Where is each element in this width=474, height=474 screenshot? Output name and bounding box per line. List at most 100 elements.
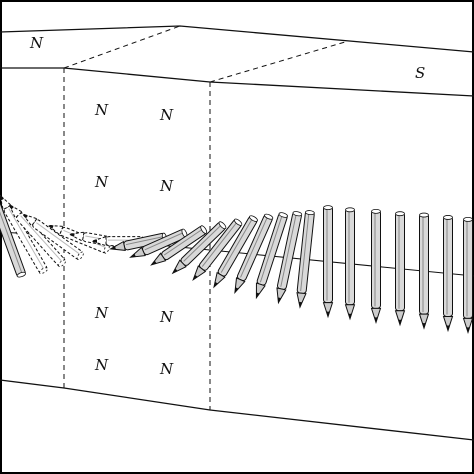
moment-tip [442, 315, 454, 333]
label-top-left: N [29, 34, 44, 52]
magnetic-moment-arrow [8, 203, 67, 267]
domain-label-upper-1: N [94, 101, 109, 119]
magnetic-moment-arrow [442, 215, 454, 333]
moment-tip [276, 287, 287, 305]
moment-shading [163, 229, 202, 256]
magnetic-moment-arrow [0, 187, 27, 278]
moment-point [466, 327, 470, 333]
moment-point [398, 319, 402, 325]
magnetic-moment-arrow [296, 210, 315, 309]
domain-label-upper-4: N [159, 177, 174, 195]
moment-cap [419, 212, 429, 218]
moment-tip [344, 304, 356, 321]
moment-shading [201, 222, 237, 267]
moment-cap [264, 213, 274, 220]
moment-point [348, 313, 352, 319]
moment-tip [90, 235, 107, 247]
magnetic-moment-arrow [171, 221, 227, 275]
moment-point [446, 325, 450, 331]
moment-point [298, 301, 303, 308]
moment-shading [280, 215, 297, 287]
moment-tip [255, 282, 266, 300]
magnetic-moment-arrow [344, 207, 356, 321]
block-top-back-edge [0, 25, 474, 53]
moment-shading [183, 225, 221, 262]
magnetic-moment-arrow [234, 213, 274, 294]
magnetic-moment-arrow [255, 212, 289, 300]
moment-body [463, 217, 473, 319]
moment-cap [76, 251, 84, 261]
moment-point [214, 281, 219, 288]
moment-cap [16, 271, 27, 278]
moment-shading [240, 217, 268, 278]
moment-tip [296, 292, 307, 309]
moment-cap [278, 212, 289, 218]
moment-point [193, 274, 198, 280]
magnetic-moment-arrow [109, 232, 167, 251]
magnetic-moment-arrow [21, 213, 84, 261]
moment-cap [463, 217, 473, 222]
moment-point [130, 253, 136, 258]
magnetic-moments [0, 187, 474, 335]
magnetic-moment-arrow [0, 193, 48, 274]
moment-shading [8, 208, 44, 269]
moment-cap [292, 211, 303, 217]
moment-body [419, 213, 429, 315]
top-wall-boundary-left [63, 25, 181, 69]
moment-tip [234, 277, 246, 294]
magnetic-moment-arrow [322, 205, 334, 319]
moment-cap [58, 259, 67, 267]
moment-point [48, 225, 54, 229]
moment-cap [345, 207, 355, 213]
magnetic-moment-arrow [462, 217, 474, 335]
moment-body [395, 212, 405, 312]
moment-cap [234, 218, 243, 226]
moment-point [110, 246, 116, 250]
moment-cap [103, 244, 110, 254]
moment-point [92, 239, 97, 243]
moment-shading [144, 232, 183, 251]
moment-cap [371, 208, 381, 214]
moment-cap [305, 210, 315, 216]
moment-point [172, 268, 178, 274]
moment-point [0, 195, 5, 201]
top-wall-boundary-right [209, 41, 346, 83]
moment-tip [394, 310, 406, 327]
label-top-right: S [415, 64, 425, 82]
moment-point [326, 311, 330, 317]
moment-shading [220, 219, 253, 273]
magnetic-moment-arrow [394, 211, 406, 327]
moment-point [69, 233, 75, 237]
moment-cap [249, 215, 258, 222]
moment-point [151, 260, 157, 265]
moment-shading [259, 216, 283, 283]
block-top-front-edge [0, 67, 474, 97]
moment-point [256, 292, 260, 298]
moment-point [22, 214, 28, 219]
moment-point [277, 297, 282, 303]
block-bottom-edge [0, 379, 474, 441]
moment-body [371, 209, 381, 309]
magnetic-moment-arrow [150, 225, 208, 266]
domain-label-lower-2: N [159, 308, 174, 326]
domain-label-upper-2: N [159, 106, 174, 124]
moment-cap [200, 225, 208, 234]
moment-shading [0, 203, 23, 273]
magnetic-moment-arrow [213, 215, 258, 289]
moment-point [422, 323, 426, 329]
magnetic-moment-arrow [418, 212, 430, 330]
moment-cap [443, 215, 453, 220]
magnetic-moment-arrow [129, 228, 188, 258]
moment-cap [395, 211, 405, 217]
moment-shading [20, 215, 62, 262]
magnetic-moment-arrow [192, 218, 243, 282]
moment-body [345, 208, 355, 306]
moment-shading [36, 222, 80, 255]
moment-body [323, 206, 333, 304]
domain-label-upper-3: N [94, 173, 109, 191]
moment-cap [323, 205, 333, 211]
domain-label-lower-4: N [159, 360, 174, 378]
moment-cap [39, 267, 48, 274]
